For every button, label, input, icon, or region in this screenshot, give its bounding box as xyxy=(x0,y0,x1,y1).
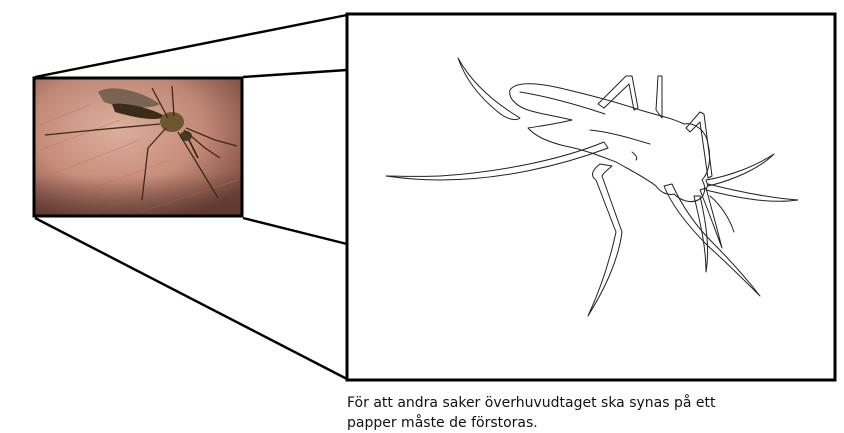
caption: För att andra saker överhuvudtaget ska s… xyxy=(347,393,747,433)
enlarged-view xyxy=(345,12,837,382)
mosquito-line-drawing xyxy=(385,57,799,317)
body-outline xyxy=(509,83,711,203)
connector-top-outer xyxy=(34,13,348,79)
connector-top-inner xyxy=(242,68,348,79)
caption-line-2: papper måste de förstoras. xyxy=(347,415,538,431)
magnification-diagram xyxy=(32,12,837,382)
connector-bottom-inner xyxy=(242,216,348,246)
thumbnail-frame xyxy=(32,76,244,218)
connector-lines xyxy=(34,13,348,381)
enlarged-frame xyxy=(345,12,837,382)
caption-line-1: För att andra saker överhuvudtaget ska s… xyxy=(347,395,716,411)
photo-mosquito xyxy=(44,85,238,201)
mosquito-photo-thumbnail xyxy=(32,76,244,218)
connector-bottom-outer xyxy=(34,216,348,381)
